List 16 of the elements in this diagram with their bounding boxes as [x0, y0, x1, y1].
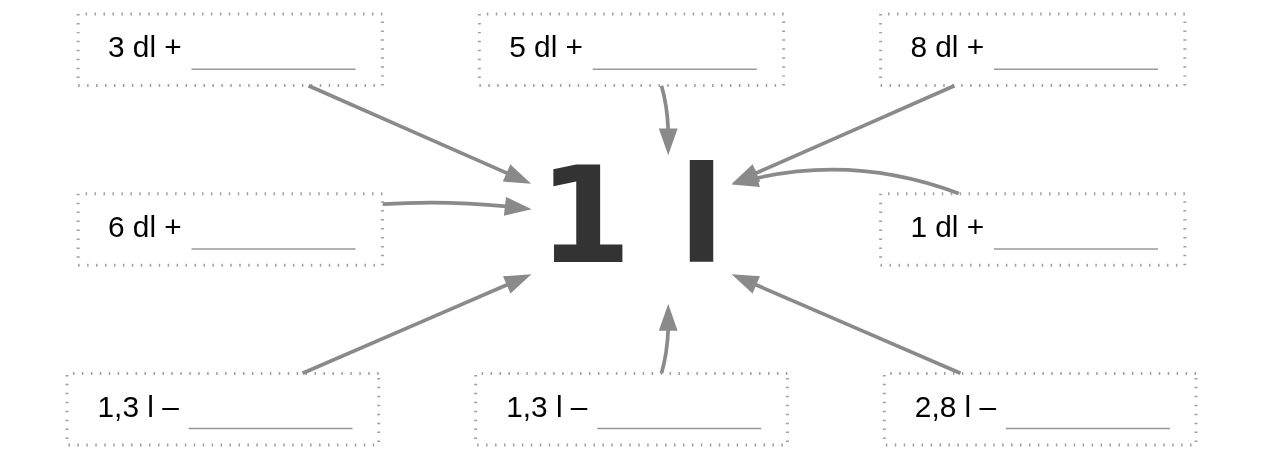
node-box: 1,3 l –: [473, 371, 789, 447]
node-text: 1 l: [537, 136, 724, 294]
node-box: 3 dl +: [76, 12, 384, 88]
arrow: [658, 85, 678, 156]
node-box: 5 dl +: [477, 12, 785, 88]
node-box: 8 dl +: [878, 12, 1186, 88]
arrow: [301, 274, 531, 375]
node-box: 6 dl +: [76, 192, 384, 267]
arrow: [382, 196, 532, 216]
arrow: [731, 274, 961, 375]
node-box: 1 dl +: [878, 192, 1186, 267]
arrow: [730, 167, 959, 196]
arrow: [307, 84, 531, 184]
node-box: 1,3 l –: [65, 371, 380, 447]
arrow: [658, 303, 678, 374]
node-box: 2,8 l –: [882, 371, 1197, 447]
